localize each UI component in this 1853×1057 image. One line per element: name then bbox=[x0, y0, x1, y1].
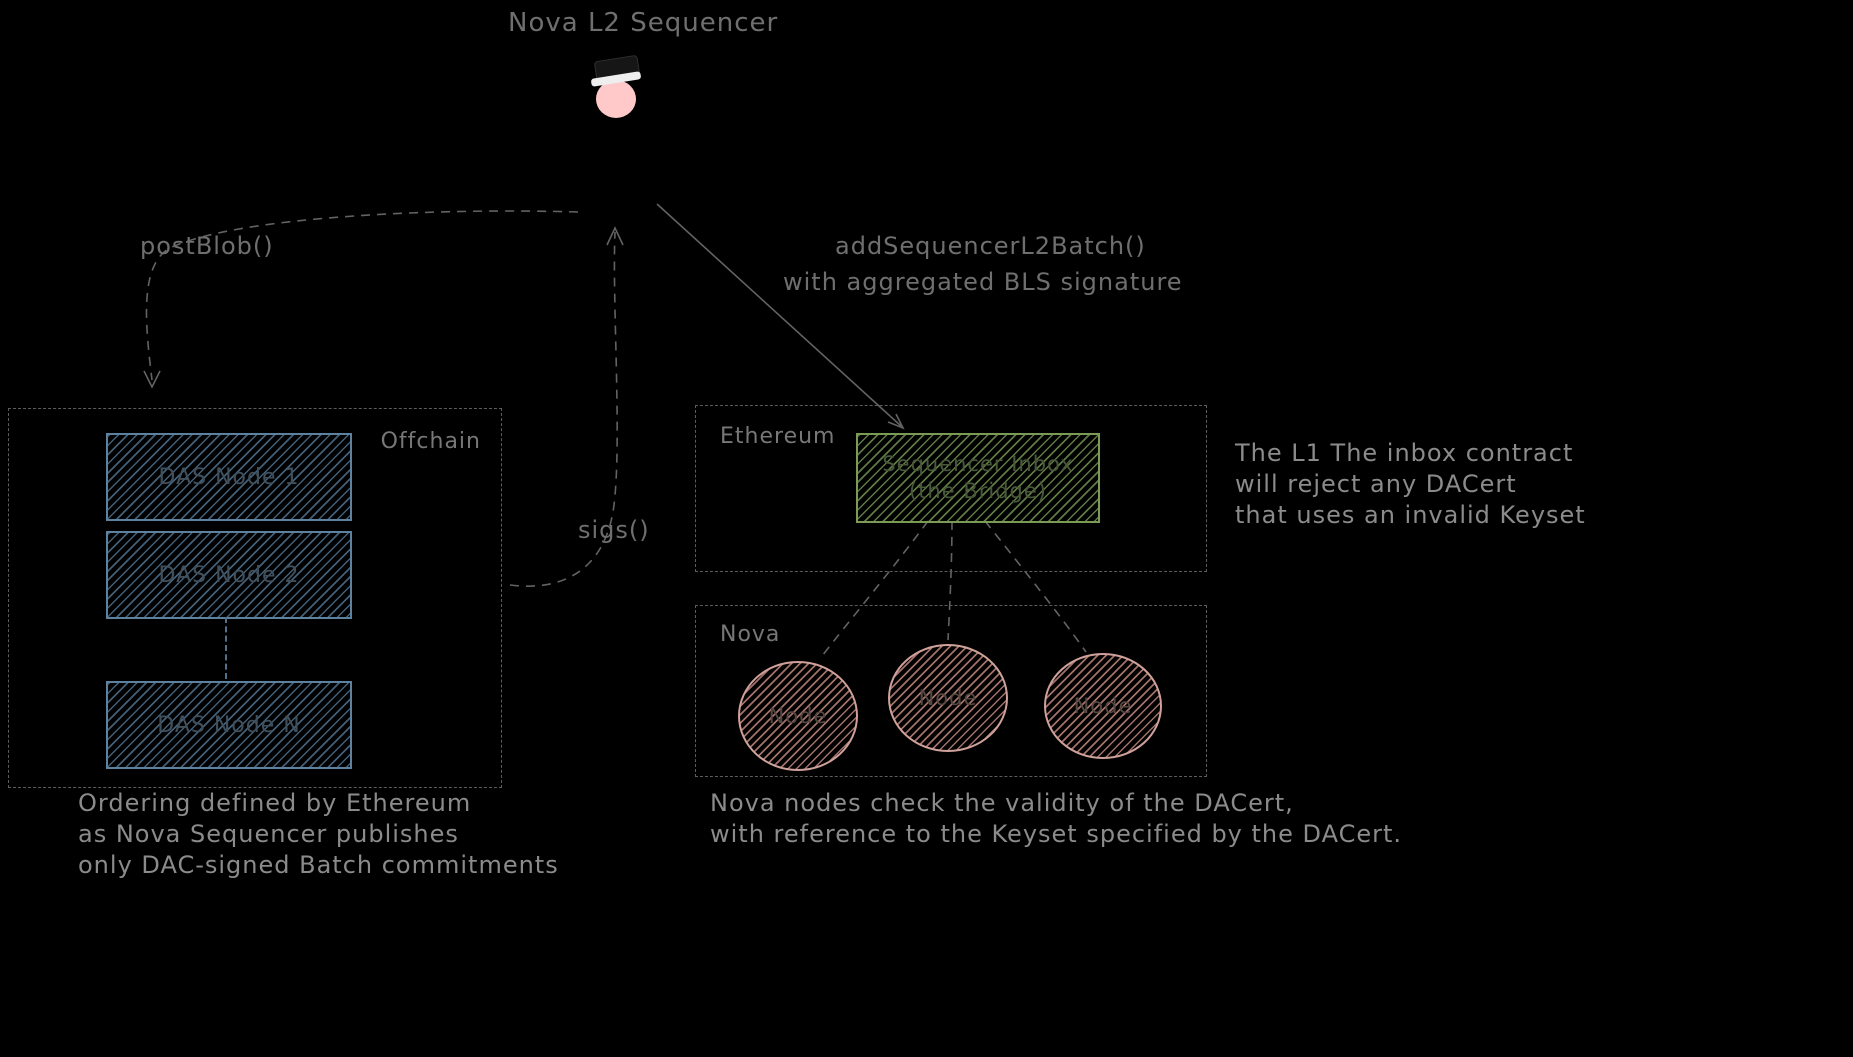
nova-node-3-label: Node bbox=[1073, 694, 1133, 718]
postblob-label: postBlob() bbox=[140, 232, 274, 260]
offchain-group: Offchain DAS Node 1 DAS Node 2 DAS Node … bbox=[8, 408, 502, 788]
das-node-1: DAS Node 1 bbox=[106, 433, 352, 521]
das-node-2-label: DAS Node 2 bbox=[158, 562, 300, 588]
das-node-n: DAS Node N bbox=[106, 681, 352, 769]
nova-note: Nova nodes check the validity of the DAC… bbox=[710, 788, 1402, 850]
ethereum-group: Ethereum Sequencer Inbox (the Bridge) bbox=[695, 405, 1207, 572]
nova-node-2: Node bbox=[888, 644, 1008, 752]
das-node-2: DAS Node 2 bbox=[106, 531, 352, 619]
das-node-n-label: DAS Node N bbox=[157, 712, 301, 738]
nova-node-1-label: Node bbox=[768, 704, 828, 728]
sequencer-inbox-line1: Sequencer Inbox bbox=[882, 452, 1074, 476]
sequencer-inbox-line2: (the Bridge) bbox=[909, 479, 1047, 503]
add-batch-label-line1: addSequencerL2Batch() bbox=[835, 232, 1146, 260]
ordering-note-line3: only DAC-signed Batch commitments bbox=[78, 851, 559, 879]
ordering-note: Ordering defined by Ethereum as Nova Seq… bbox=[78, 788, 559, 881]
inbox-note-line1: The L1 The inbox contract bbox=[1235, 439, 1574, 467]
das-node-ellipsis-link bbox=[225, 617, 227, 679]
inbox-note: The L1 The inbox contract will reject an… bbox=[1235, 438, 1586, 531]
ordering-note-line2: as Nova Sequencer publishes bbox=[78, 820, 459, 848]
ordering-note-line1: Ordering defined by Ethereum bbox=[78, 789, 472, 817]
person-face bbox=[596, 80, 636, 118]
sequencer-title: Nova L2 Sequencer bbox=[508, 8, 779, 38]
nova-group: Nova Node Node Node bbox=[695, 605, 1207, 777]
das-node-1-label: DAS Node 1 bbox=[158, 464, 300, 490]
nova-note-line2: with reference to the Keyset specified b… bbox=[710, 820, 1403, 848]
nova-node-2-label: Node bbox=[918, 686, 978, 710]
inbox-note-line3: that uses an invalid Keyset bbox=[1235, 501, 1586, 529]
add-batch-label-line2: with aggregated BLS signature bbox=[783, 268, 1183, 296]
sequencer-inbox-box: Sequencer Inbox (the Bridge) bbox=[856, 433, 1100, 523]
nova-node-3: Node bbox=[1044, 653, 1162, 759]
nova-label: Nova bbox=[720, 622, 781, 647]
nova-node-1: Node bbox=[738, 661, 858, 771]
offchain-label: Offchain bbox=[380, 429, 481, 454]
sigs-label: sigs() bbox=[578, 516, 650, 544]
inbox-note-line2: will reject any DACert bbox=[1235, 470, 1517, 498]
sequencer-person-icon bbox=[588, 54, 646, 118]
ethereum-label: Ethereum bbox=[720, 424, 836, 449]
nova-note-line1: Nova nodes check the validity of the DAC… bbox=[710, 789, 1294, 817]
